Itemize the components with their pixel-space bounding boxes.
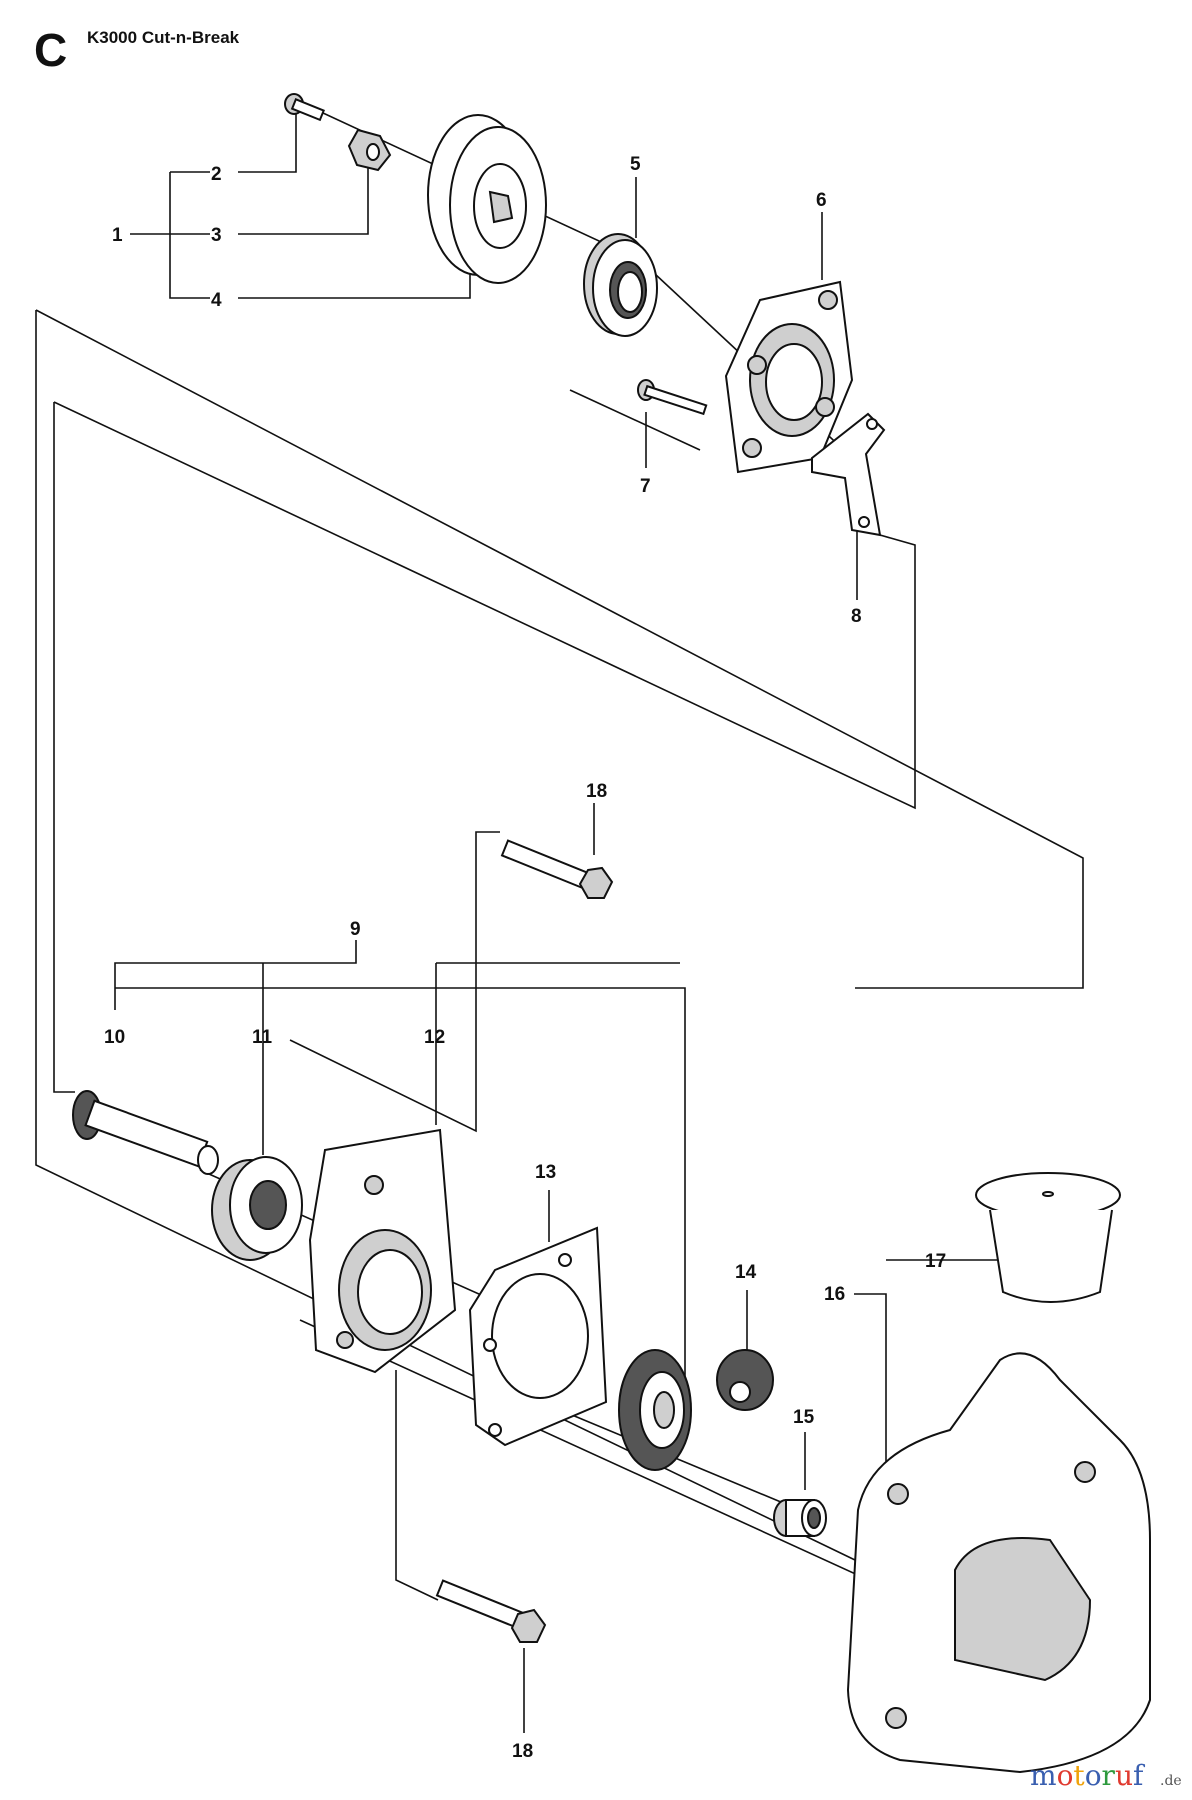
callout-9: 9 [350,919,361,940]
callout-12: 12 [424,1027,445,1048]
callout-leaders [114,108,1005,1733]
watermark-letter: o [1085,1759,1102,1792]
callout-labels: 1 2 3 4 5 6 7 8 18 9 10 11 12 13 14 15 1… [104,154,946,1762]
part-12-housing-plate [308,1128,457,1374]
part-16-gear-housing [846,1352,1151,1774]
part-14-pinion [716,1349,774,1411]
callout-14: 14 [735,1262,757,1283]
callout-5: 5 [630,154,641,175]
part-11-bearing [211,1156,303,1261]
callout-11: 11 [252,1027,273,1048]
watermark-letter: u [1115,1759,1133,1792]
watermark-letter: o [1057,1759,1074,1792]
part-6-bearing-plate [724,280,854,474]
part-18-bolt-bottom [435,1579,547,1643]
watermark: motoruf .de [1030,1759,1182,1792]
part-17-grease-cup [975,1172,1121,1303]
callout-13: 13 [535,1162,556,1183]
section-letter: C [34,24,67,76]
diagram-title: K3000 Cut-n-Break [87,28,240,47]
callout-15: 15 [793,1407,815,1428]
callout-6: 6 [816,190,827,211]
callout-16: 16 [824,1284,845,1305]
callout-3: 3 [211,225,222,246]
part-10-shaft [72,1090,219,1175]
part-5-seal [583,233,658,337]
callout-2: 2 [211,164,222,185]
callout-1: 1 [112,225,123,246]
watermark-suffix: .de [1160,1773,1182,1789]
part-3-nut [347,128,392,172]
part-15-needle-bearing [773,1499,827,1537]
part-13-gasket [468,1226,608,1447]
part-7-screw [637,379,708,416]
callout-4: 4 [211,290,222,311]
part-8-bracket [811,412,886,537]
part-4-pulley [427,114,547,284]
part-9-bevel-gear [618,1349,692,1471]
watermark-letter: f [1133,1759,1146,1792]
watermark-letter: t [1073,1759,1085,1792]
svg-text:motoruf: motoruf [1030,1759,1146,1792]
callout-18-bottom: 18 [512,1741,533,1762]
part-18-bolt-top [500,839,614,899]
callout-10: 10 [104,1027,125,1048]
watermark-letter: r [1102,1759,1116,1792]
watermark-letter: m [1030,1759,1057,1792]
callout-8: 8 [851,606,862,627]
callout-18-top: 18 [586,781,607,802]
part-2-bolt [284,93,325,122]
callout-7: 7 [640,476,651,497]
callout-17: 17 [925,1251,946,1272]
